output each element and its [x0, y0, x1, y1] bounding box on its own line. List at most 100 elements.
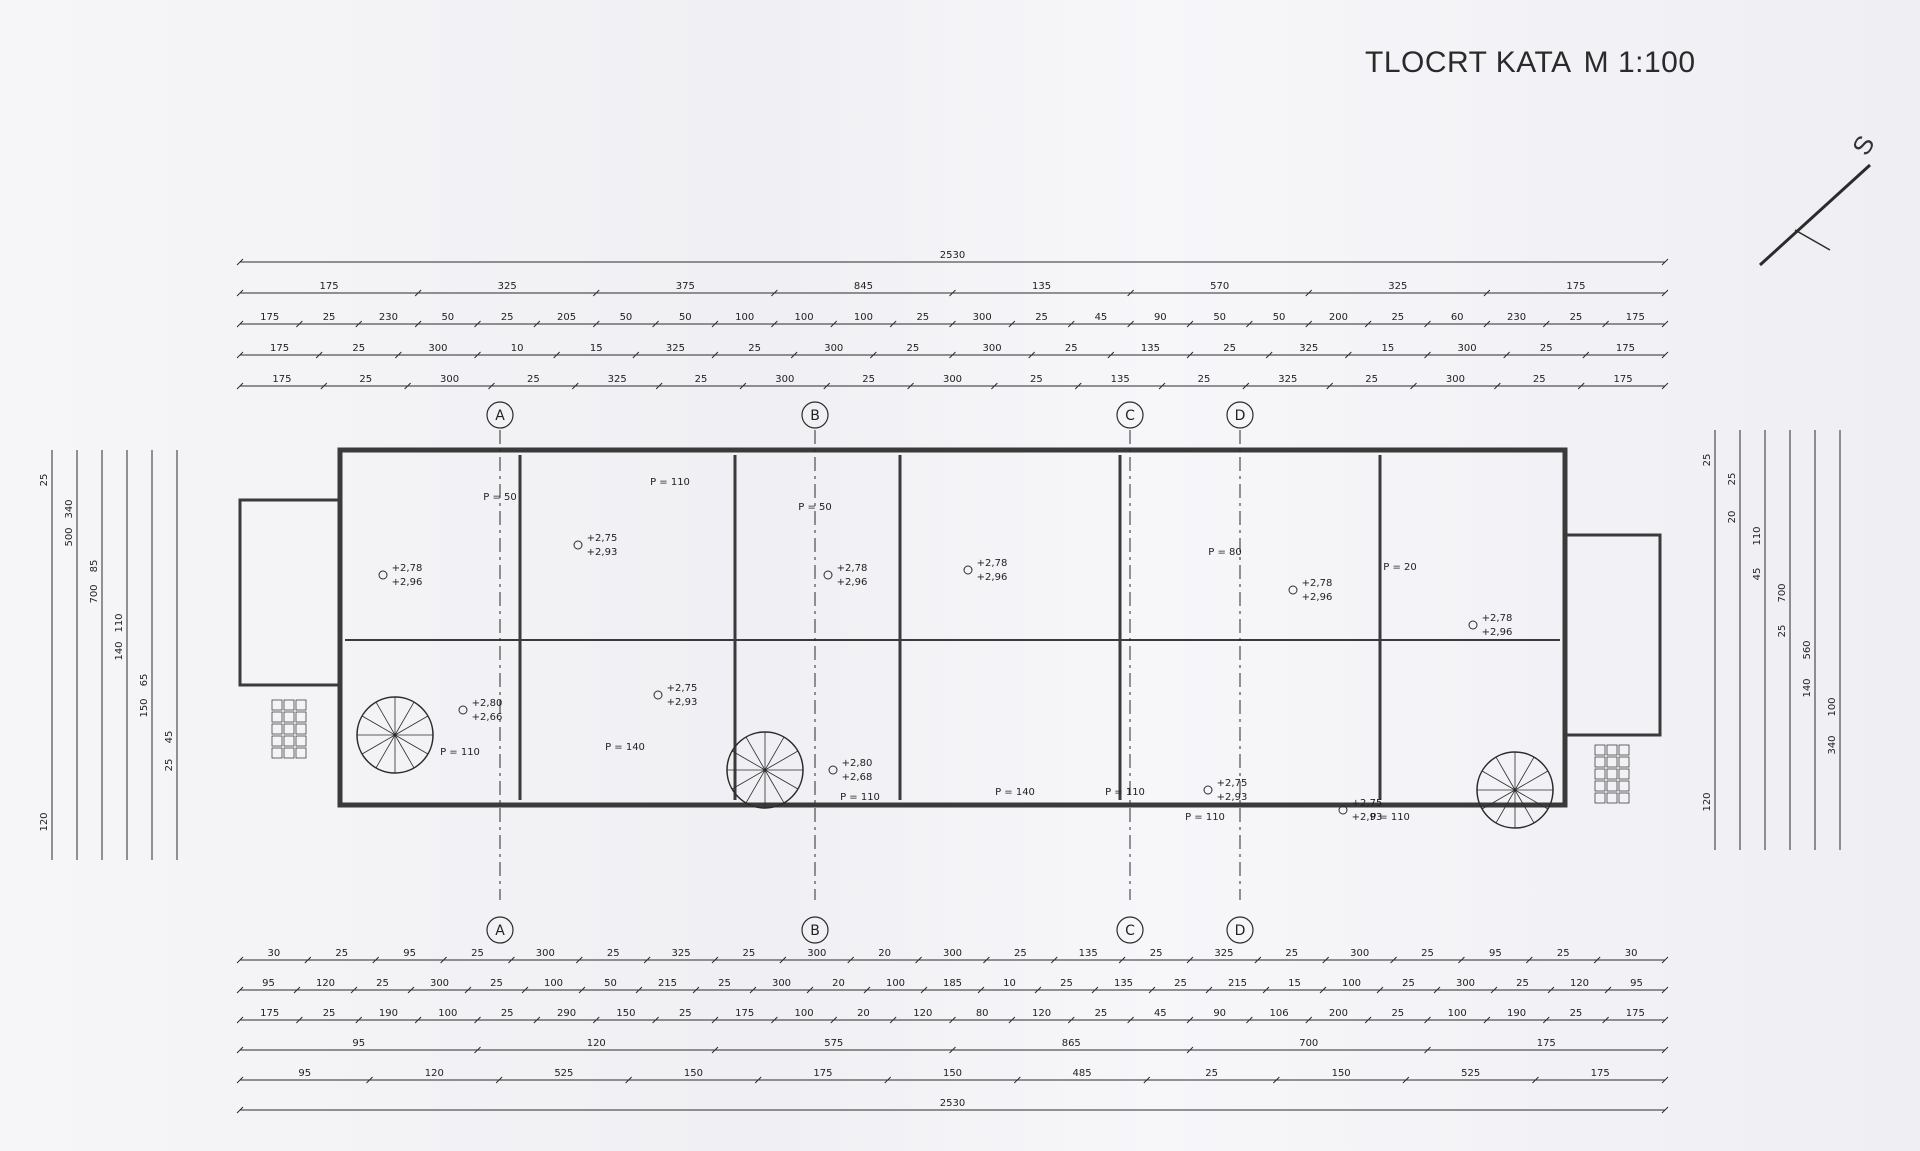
top-dim-value: 50 — [441, 312, 454, 323]
right-dim-value: 110 — [1752, 526, 1763, 545]
elevation-top: +2,80 — [842, 758, 873, 769]
top-dim-tick — [823, 382, 831, 390]
top-dim-value: 230 — [379, 312, 398, 323]
right-balcony — [1563, 533, 1662, 737]
top-dim-tick — [949, 289, 956, 297]
bottom-dim-tick — [977, 986, 985, 994]
top-dim-tick — [236, 382, 244, 390]
top-dim-value: 25 — [748, 343, 761, 354]
bottom-dim-tick — [1262, 986, 1270, 994]
top-dim-tick — [236, 351, 244, 359]
bottom-dim-value: 90 — [1213, 1008, 1226, 1019]
bottom-dim-tick — [625, 1076, 632, 1084]
bottom-dim-value: 100 — [438, 1008, 457, 1019]
bottom-dim-tick — [983, 956, 990, 964]
bottom-dim-tick — [1186, 1016, 1194, 1024]
top-dim-value: 25 — [1065, 343, 1078, 354]
top-dim-tick — [1107, 351, 1115, 359]
stair-tread — [1514, 789, 1535, 824]
bottom-dim-value: 25 — [1516, 978, 1529, 989]
bottom-dim-tick — [1322, 956, 1330, 964]
stair-tread — [731, 769, 766, 790]
floor-mark: P = 110 — [1370, 812, 1410, 823]
top-dim-tick — [1577, 382, 1585, 390]
bottom-dim-value: 100 — [1448, 1008, 1467, 1019]
bottom-dim-tick — [1127, 1016, 1134, 1024]
bottom-dim-tick — [1402, 1076, 1410, 1084]
elevation-bottom: +2,93 — [1217, 792, 1248, 803]
floor-mark: P = 140 — [605, 742, 645, 753]
brick-pattern — [1618, 792, 1630, 804]
bottom-dim-value: 25 — [1285, 948, 1298, 959]
bottom-dim-tick — [830, 1016, 838, 1024]
bottom-dim-tick — [863, 986, 871, 994]
top-dim-tick — [889, 320, 897, 328]
north-arrow-cross — [1794, 229, 1831, 251]
brick-pattern — [271, 723, 283, 735]
top-dim-tick — [236, 258, 244, 266]
bottom-dim-tick — [1490, 986, 1498, 994]
right-dim-value: 25 — [1727, 473, 1738, 486]
bottom-dim-tick — [806, 986, 814, 994]
top-dim-tick — [394, 351, 402, 359]
stair-tread — [764, 769, 799, 790]
bottom-dim-tick — [1661, 1106, 1669, 1114]
top-dim-value: 325 — [1299, 343, 1318, 354]
bottom-dim-value: 80 — [976, 1008, 989, 1019]
top-dim-value: 25 — [323, 312, 336, 323]
top-dim-value: 25 — [695, 374, 708, 385]
top-dim-tick — [1582, 351, 1590, 359]
top-dim-tick — [907, 382, 914, 390]
right-dim-value: 120 — [1702, 792, 1713, 811]
stair-tread — [394, 701, 415, 736]
brick-pattern — [271, 699, 283, 711]
top-dim-value: 135 — [1111, 374, 1130, 385]
top-dim-value: 300 — [1458, 343, 1477, 354]
right-dim-value: 45 — [1752, 568, 1763, 581]
top-dim-tick — [1424, 320, 1431, 328]
bottom-dim-value: 25 — [376, 978, 389, 989]
floor-mark: P = 110 — [840, 792, 880, 803]
bottom-dim-tick — [749, 986, 757, 994]
top-dim-value: 10 — [511, 343, 524, 354]
brick-pattern — [1618, 780, 1630, 792]
bottom-dim-value: 120 — [1032, 1008, 1051, 1019]
bottom-dim-value: 300 — [1456, 978, 1475, 989]
top-dim-tick — [1483, 320, 1491, 328]
bottom-dim-tick — [296, 1016, 303, 1024]
top-dim-value: 25 — [352, 343, 365, 354]
bottom-dim-value: 20 — [878, 948, 891, 959]
bottom-dim-tick — [508, 956, 515, 964]
top-dim-tick — [1661, 289, 1669, 297]
stair-tread — [745, 769, 766, 804]
bottom-dim-value: 30 — [268, 948, 281, 959]
bottom-dim-value: 525 — [554, 1068, 573, 1079]
top-dim-value: 90 — [1154, 312, 1167, 323]
elevation-symbol — [823, 570, 833, 580]
top-dim-tick — [1127, 320, 1134, 328]
bottom-dim-value: 95 — [1489, 948, 1502, 959]
bottom-dim-value: 50 — [604, 978, 617, 989]
bottom-dim-value: 95 — [352, 1038, 365, 1049]
brick-pattern — [283, 747, 295, 759]
stair-tread — [764, 736, 785, 771]
top-dim-tick — [236, 320, 244, 328]
bottom-dim-value: 150 — [616, 1008, 635, 1019]
stair-tread — [1495, 756, 1516, 791]
bottom-dim-value: 25 — [471, 948, 484, 959]
bottom-dim-value: 25 — [1557, 948, 1570, 959]
top-dim-tick — [1326, 382, 1334, 390]
elevation-symbol — [1338, 805, 1348, 815]
elevation-bottom: +2,96 — [392, 577, 423, 588]
bottom-dim-tick — [1034, 986, 1042, 994]
top-dim-value: 25 — [359, 374, 372, 385]
top-dim-tick — [1186, 320, 1194, 328]
bottom-dim-value: 2530 — [940, 1098, 965, 1109]
axis-label: C — [1125, 923, 1135, 939]
bottom-dim-value: 865 — [1062, 1038, 1081, 1049]
axis-label: C — [1125, 408, 1135, 424]
bottom-dim-tick — [692, 986, 700, 994]
